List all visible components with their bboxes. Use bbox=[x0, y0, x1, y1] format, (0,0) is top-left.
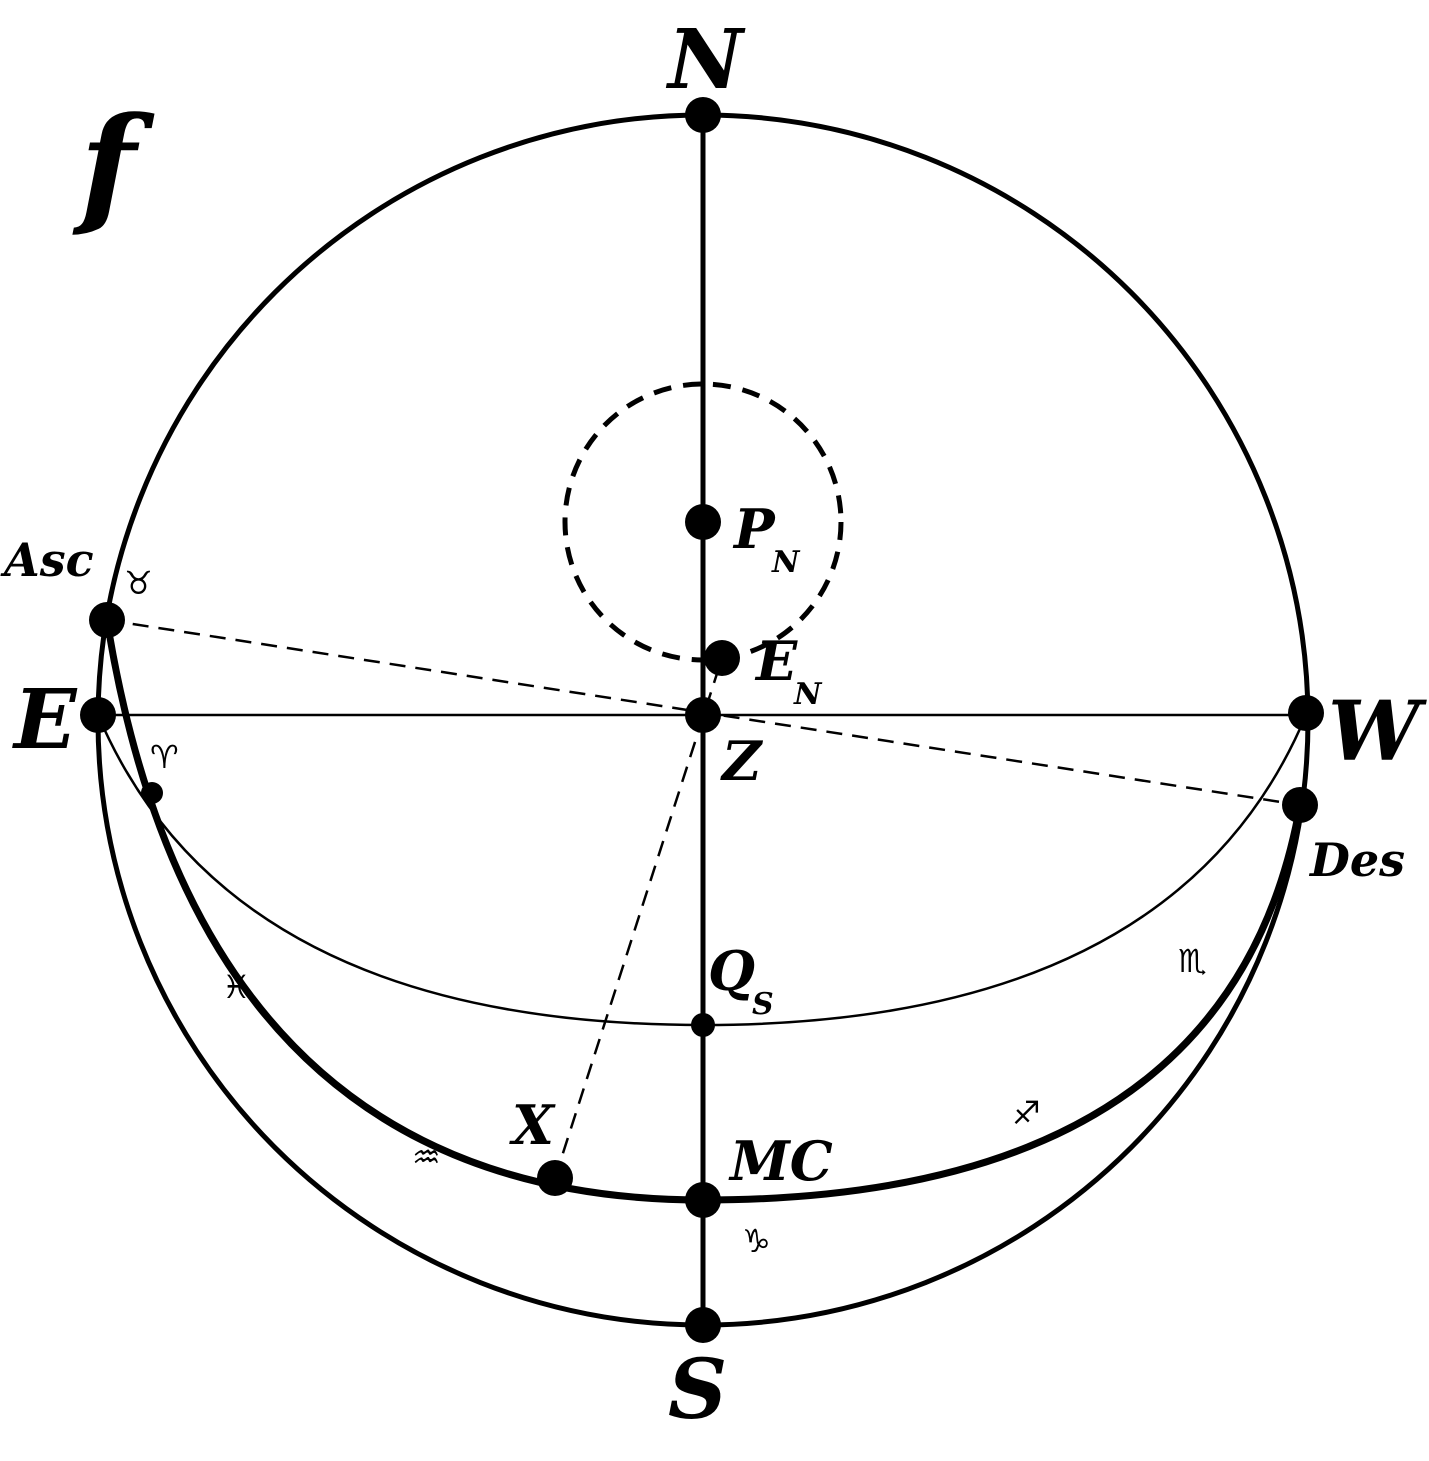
sagittarius-glyph: ♐ bbox=[1012, 1094, 1041, 1132]
south-point bbox=[685, 1307, 721, 1343]
ascendant-label: Asc bbox=[0, 533, 94, 587]
taurus-glyph: ♉ bbox=[124, 564, 153, 602]
polar-dashed-circle bbox=[562, 381, 844, 663]
x-point-label: X bbox=[509, 1093, 556, 1157]
pole-point bbox=[685, 504, 721, 540]
lower-arc bbox=[98, 715, 703, 1325]
equator-point bbox=[691, 1013, 715, 1037]
south-label: S bbox=[668, 1342, 727, 1438]
descendant-label: Des bbox=[1308, 833, 1405, 887]
pisces-glyph: ♓ bbox=[222, 968, 251, 1006]
capricorn-glyph: ♑ bbox=[742, 1222, 771, 1260]
aries-point bbox=[141, 782, 163, 804]
figure-tag: f bbox=[72, 88, 155, 241]
ascendant-point bbox=[89, 602, 125, 638]
zenith-label: Z bbox=[720, 729, 764, 793]
midheaven-point bbox=[685, 1182, 721, 1218]
aquarius-glyph: ♒ bbox=[412, 1138, 441, 1176]
equator-point-label: Q bbox=[708, 939, 755, 1003]
north-point bbox=[685, 97, 721, 133]
descendant-point bbox=[1282, 787, 1318, 823]
scorpio-glyph: ♏ bbox=[1178, 942, 1207, 980]
ecliptic-pole-point bbox=[704, 640, 740, 676]
ecliptic-pole-subscript: N bbox=[793, 677, 823, 712]
midheaven-label: MC bbox=[728, 1129, 833, 1193]
x-dashed-line bbox=[553, 657, 724, 1179]
west-point bbox=[1288, 695, 1324, 731]
west-label: W bbox=[1328, 684, 1427, 780]
zenith-point bbox=[685, 697, 721, 733]
inner-arc-right bbox=[1150, 715, 1306, 1200]
equator-point-subscript: S bbox=[752, 987, 774, 1022]
pole-label: P bbox=[732, 497, 776, 561]
aries-glyph: ♈ bbox=[150, 738, 179, 776]
pole-subscript: N bbox=[771, 545, 801, 580]
x-point bbox=[537, 1160, 573, 1196]
east-label: E bbox=[12, 672, 78, 768]
east-point bbox=[80, 697, 116, 733]
ecliptic-pole-label: E bbox=[754, 629, 798, 693]
north-label: N bbox=[665, 12, 746, 108]
